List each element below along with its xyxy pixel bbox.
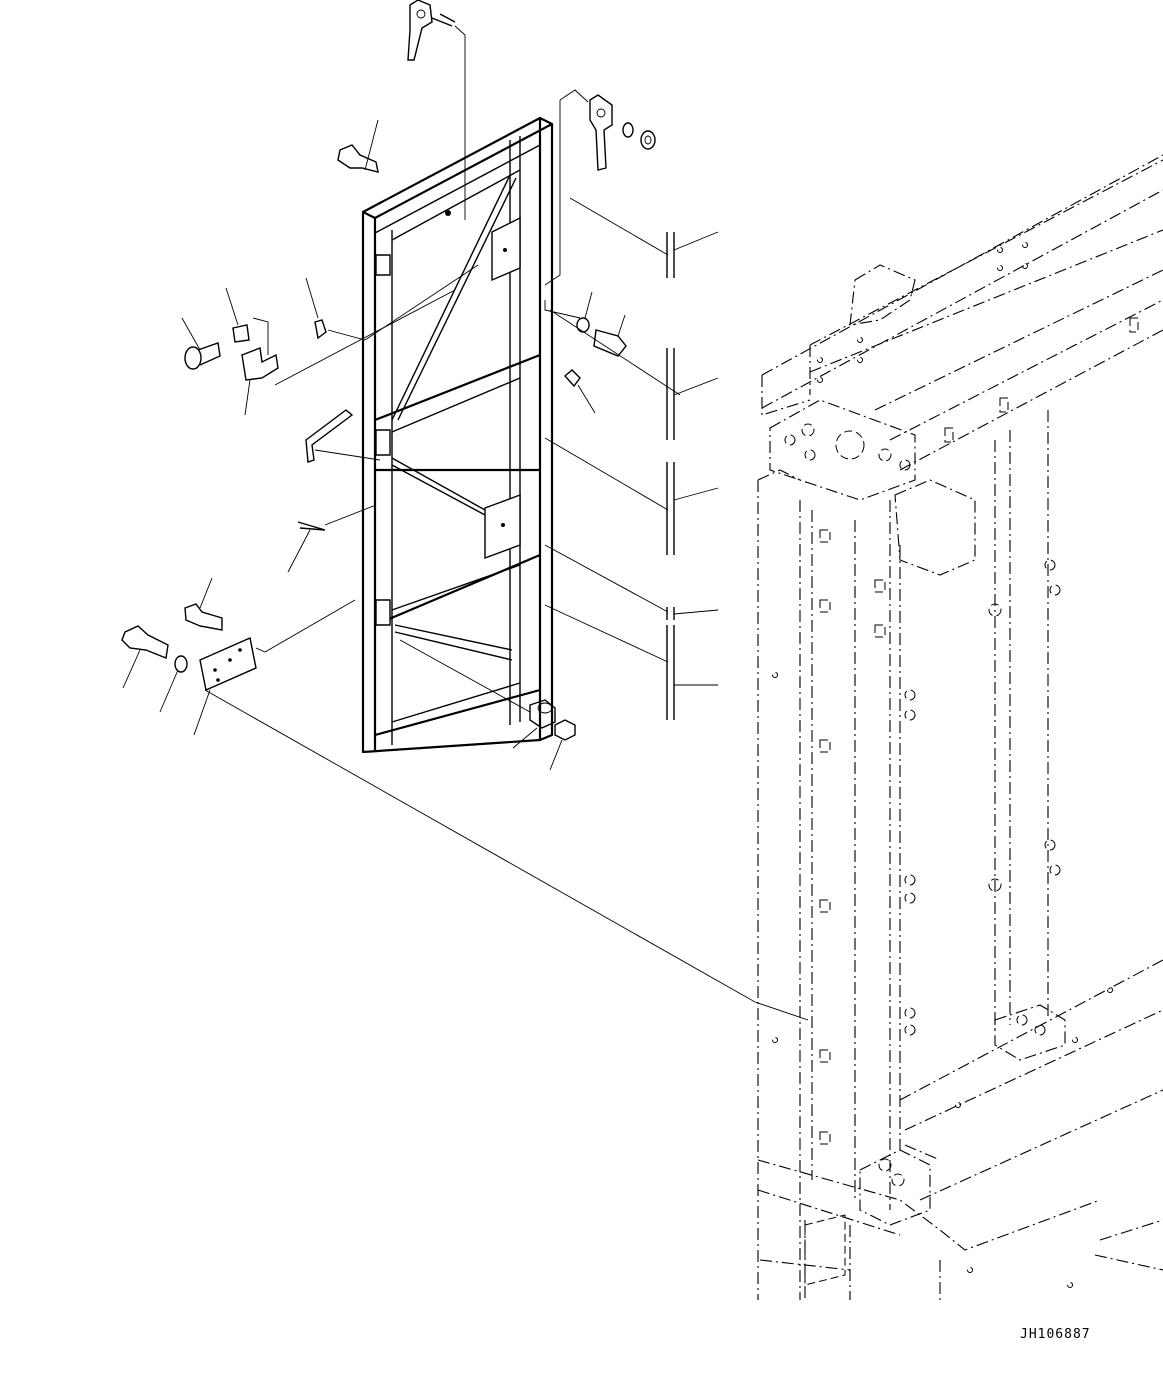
door-frame <box>361 116 554 754</box>
top-latch <box>407 0 466 220</box>
right-latch <box>544 89 656 286</box>
drawing-id-label: JH106887 <box>1020 1327 1091 1342</box>
mid-bolt <box>544 291 681 414</box>
machine-frame-phantom <box>757 154 1163 1300</box>
spacer-and-nut <box>399 639 576 771</box>
left-hardware <box>181 264 479 573</box>
top-bolt <box>337 119 379 173</box>
lower-hinge <box>121 577 809 1021</box>
rods <box>544 197 719 720</box>
